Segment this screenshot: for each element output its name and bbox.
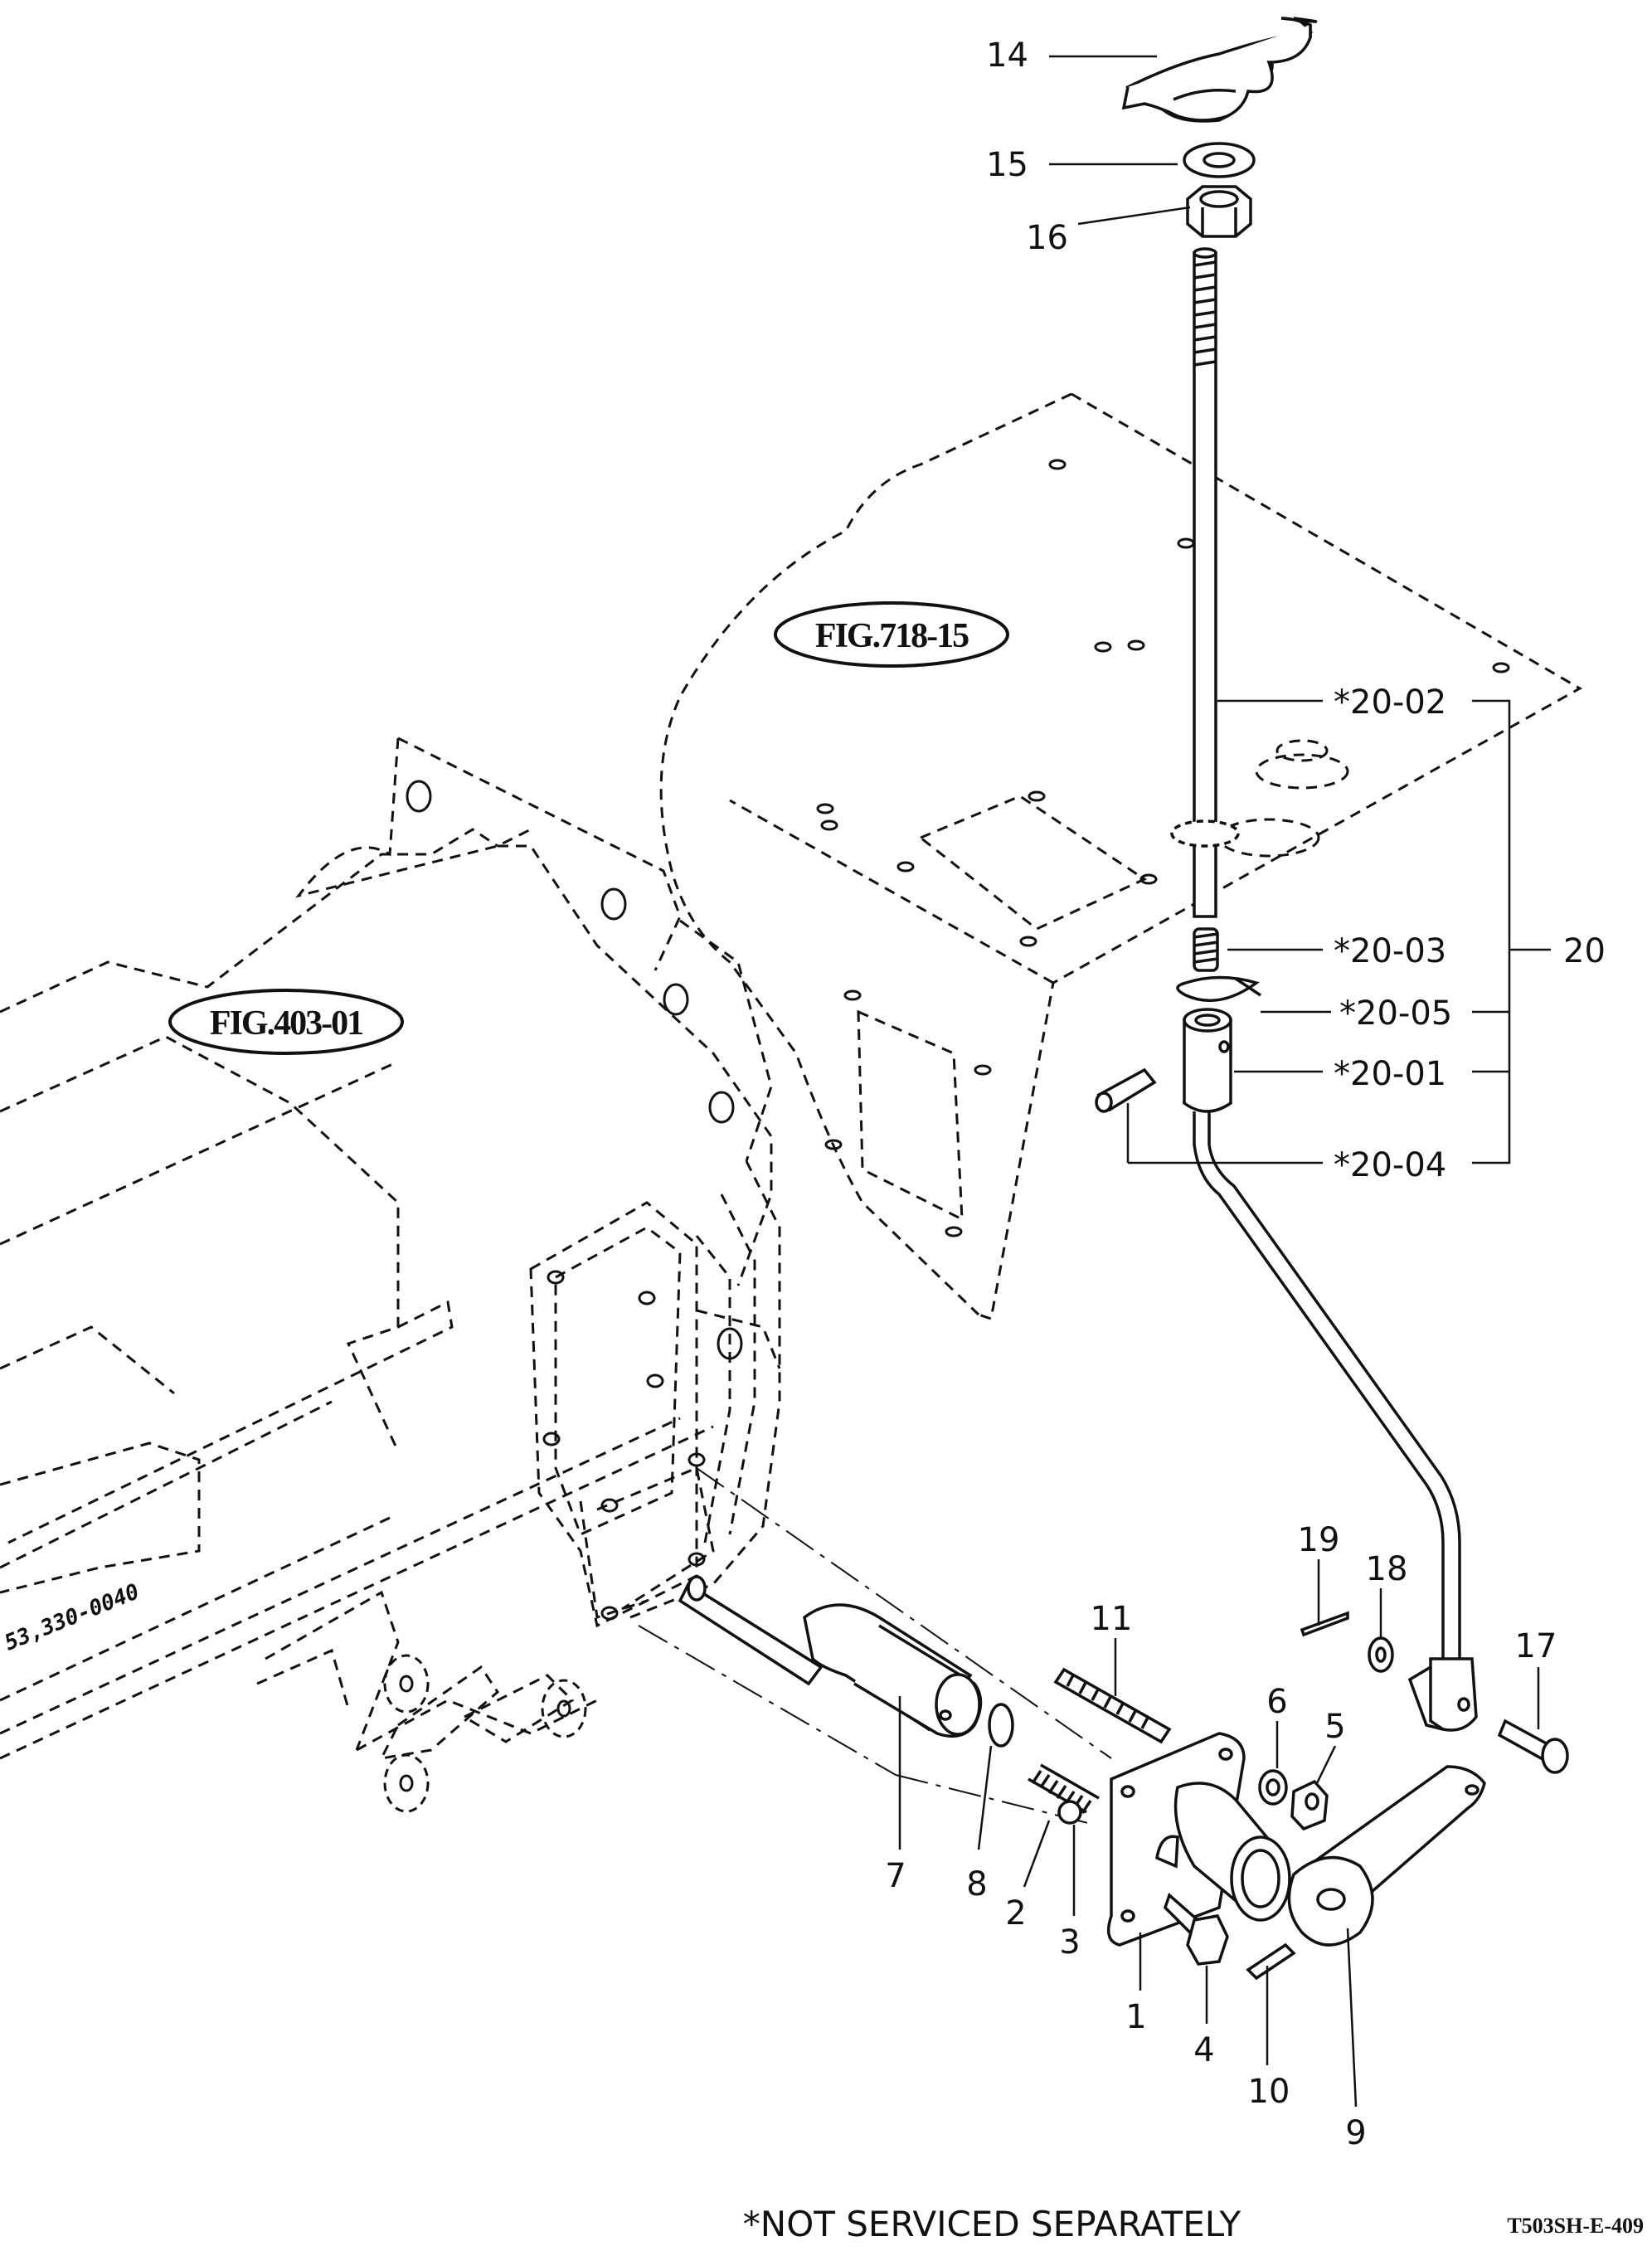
label-20-01: *20-01 (1334, 1055, 1446, 1093)
svg-text:FIG.718-15: FIG.718-15 (815, 617, 969, 655)
washer-15 (1183, 142, 1256, 178)
floor-plate-holes (816, 459, 1510, 1237)
shift-knob (1121, 17, 1318, 123)
detent-ball-3 (1057, 1800, 1082, 1825)
label-20: 20 (1563, 932, 1606, 970)
part-labels: 14 15 16 *20-02 *20-03 *20-05 *20-01 *20… (885, 36, 1606, 2152)
floor-plate-outline (659, 392, 1583, 1320)
label-20-02: *20-02 (1334, 683, 1446, 722)
fig-403-reference: FIG.403-01 (168, 989, 404, 1055)
label-1: 1 (1125, 1998, 1146, 2036)
housing-bosses (383, 780, 743, 1813)
shift-rod (1170, 247, 1240, 918)
spring-pin-10 (1246, 1942, 1296, 1981)
shift-housing-1 (1106, 1732, 1291, 1947)
label-15: 15 (986, 146, 1028, 184)
nut-5 (1290, 1779, 1329, 1831)
lever-arm (1193, 1111, 1478, 1732)
footer-note: *NOT SERVICED SEPARATELY (743, 2204, 1241, 2244)
label-14: 14 (986, 36, 1028, 75)
pin-20-04 (1095, 1067, 1157, 1113)
o-ring-8 (988, 1703, 1014, 1748)
clevis-pin-17 (1497, 1719, 1569, 1774)
outer-lever-9 (1287, 1765, 1486, 1947)
stud-11 (1053, 1667, 1172, 1744)
clip-20-05 (1176, 975, 1261, 1002)
label-8: 8 (966, 1865, 987, 1903)
lock-washer-6 (1258, 1769, 1288, 1806)
label-18: 18 (1366, 1550, 1408, 1588)
label-19: 19 (1298, 1521, 1340, 1559)
label-3: 3 (1059, 1923, 1080, 1962)
label-4: 4 (1193, 2031, 1214, 2069)
label-5: 5 (1324, 1708, 1345, 1746)
label-10: 10 (1248, 2073, 1290, 2111)
shift-shaft-7 (678, 1575, 983, 1738)
label-20-03: *20-03 (1334, 932, 1446, 970)
bolt-4 (1163, 1892, 1229, 1966)
label-9: 9 (1345, 2114, 1366, 2152)
label-6: 6 (1266, 1683, 1287, 1721)
lever-sleeve-20-01 (1183, 1008, 1232, 1113)
cotter-pin-19 (1300, 1611, 1349, 1637)
label-2: 2 (1005, 1894, 1026, 1933)
leader-lines (898, 55, 1551, 2108)
transmission-housing-outline (0, 737, 781, 1760)
spring-20-03 (1193, 927, 1219, 972)
label-7: 7 (885, 1857, 906, 1895)
svg-text:FIG.403-01: FIG.403-01 (210, 1004, 362, 1043)
fig-718-reference: FIG.718-15 (774, 601, 1009, 668)
label-20-04: *20-04 (1334, 1146, 1446, 1184)
label-17: 17 (1515, 1627, 1557, 1665)
label-20-05: *20-05 (1339, 994, 1452, 1033)
label-11: 11 (1091, 1600, 1133, 1638)
washer-18 (1368, 1636, 1394, 1673)
label-16: 16 (1026, 219, 1068, 257)
nut-16 (1186, 185, 1252, 238)
drawing-code: T503SH-E-409 (1507, 2214, 1644, 2238)
